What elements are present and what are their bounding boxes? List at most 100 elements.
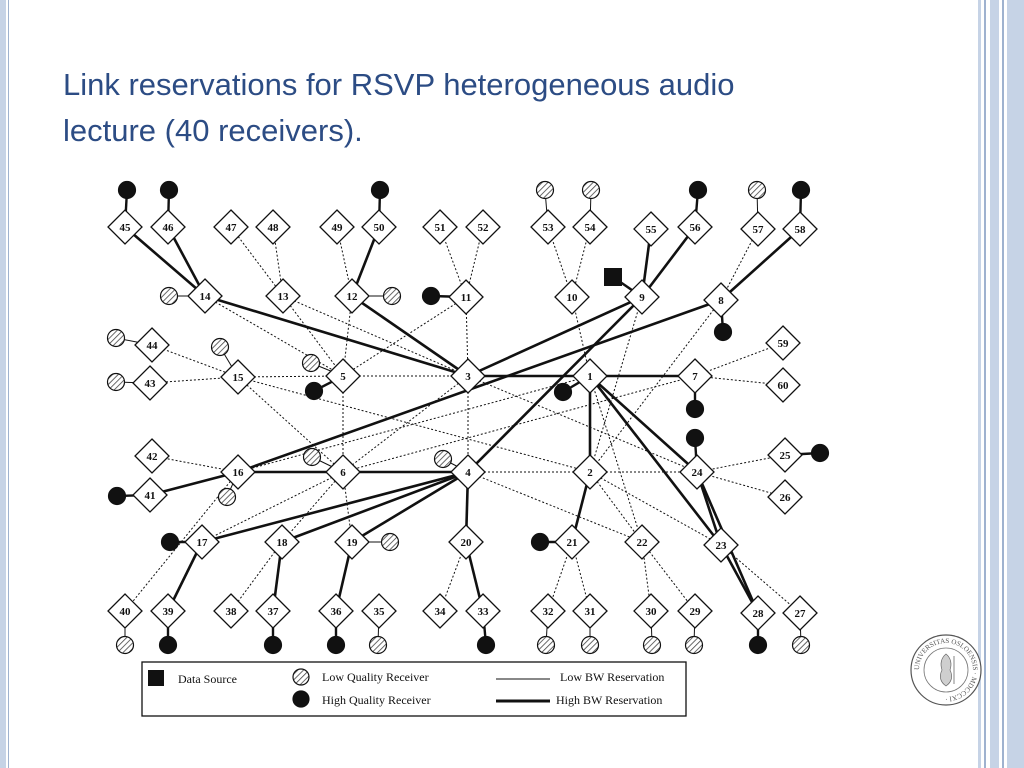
low-bw-link	[201, 471, 344, 543]
router-node-label: 9	[639, 292, 645, 304]
router-node-3: 3	[450, 358, 486, 394]
low-bw-link	[281, 471, 344, 543]
router-node-53: 53	[530, 209, 566, 245]
low-quality-receiver	[106, 328, 126, 348]
high-quality-receiver	[791, 180, 811, 200]
high-bw-link	[467, 296, 643, 473]
router-node-label: 30	[646, 606, 658, 618]
legend-data-source: Data Source	[178, 672, 237, 686]
high-quality-receiver	[421, 286, 441, 306]
low-bw-link	[589, 299, 722, 473]
router-node-35: 35	[361, 593, 397, 629]
router-node-label: 34	[435, 606, 447, 618]
low-bw-link	[237, 376, 344, 473]
router-node-label: 19	[347, 537, 359, 549]
low-quality-receiver	[684, 635, 704, 655]
router-node-12: 12	[334, 278, 370, 314]
router-node-50: 50	[361, 209, 397, 245]
router-node-37: 37	[255, 593, 291, 629]
router-node-label: 11	[461, 292, 471, 304]
router-node-label: 7	[692, 371, 698, 383]
low-quality-receiver	[535, 180, 555, 200]
router-node-label: 8	[718, 295, 724, 307]
high-quality-receiver	[476, 635, 496, 655]
router-node-41: 41	[132, 477, 168, 513]
low-quality-receiver	[159, 286, 179, 306]
router-node-44: 44	[134, 327, 170, 363]
high-quality-receiver	[107, 486, 127, 506]
router-node-label: 1	[587, 371, 593, 383]
low-quality-receiver	[536, 635, 556, 655]
low-quality-receiver	[210, 337, 230, 357]
router-node-label: 46	[163, 222, 175, 234]
router-node-8: 8	[703, 282, 739, 318]
high-bw-link	[720, 228, 801, 301]
high-bw-link	[201, 470, 469, 544]
high-quality-receiver	[117, 180, 137, 200]
legend-high-quality: High Quality Receiver	[322, 693, 431, 707]
router-node-label: 51	[435, 222, 446, 234]
high-quality-receiver	[810, 443, 830, 463]
low-bw-link	[237, 376, 591, 473]
high-bw-link	[281, 470, 469, 544]
low-quality-receiver	[368, 635, 388, 655]
router-node-label: 53	[543, 222, 555, 234]
data-source-icon	[148, 670, 164, 686]
router-node-label: 41	[145, 490, 156, 502]
router-node-label: 45	[120, 222, 132, 234]
router-node-label: 16	[233, 467, 245, 479]
router-node-label: 48	[268, 222, 280, 234]
low-quality-receiver	[747, 180, 767, 200]
router-node-59: 59	[765, 325, 801, 361]
low-bw-link	[467, 471, 643, 543]
router-node-2: 2	[572, 454, 608, 490]
high-quality-receiver	[160, 532, 180, 552]
router-node-label: 52	[478, 222, 490, 234]
slide-title: Link reservations for RSVP heterogeneous…	[63, 62, 863, 154]
high-bw-link	[640, 226, 697, 298]
router-node-51: 51	[422, 209, 458, 245]
university-seal-logo: UNIVERSITAS OSLOENSIS · MDCCCXI ·	[910, 634, 982, 706]
router-node-label: 60	[778, 380, 790, 392]
router-node-14: 14	[187, 278, 223, 314]
low-bw-link	[342, 296, 467, 377]
router-node-7: 7	[677, 358, 713, 394]
low-bw-link	[696, 471, 786, 498]
router-node-21: 21	[554, 524, 590, 560]
slide-title-line-2: lecture (40 receivers).	[63, 113, 363, 148]
high-quality-receiver	[688, 180, 708, 200]
router-node-label: 23	[716, 540, 728, 552]
low-quality-receiver	[302, 447, 322, 467]
high-bw-link	[149, 470, 239, 497]
router-node-16: 16	[220, 454, 256, 490]
high-quality-receiver	[530, 532, 550, 552]
low-bw-link	[230, 226, 284, 297]
router-node-13: 13	[265, 278, 301, 314]
router-node-label: 2	[587, 467, 593, 479]
router-node-33: 33	[465, 593, 501, 629]
router-node-23: 23	[703, 527, 739, 563]
high-quality-receiver	[748, 635, 768, 655]
router-node-label: 33	[478, 606, 490, 618]
right-frame-border	[978, 0, 1024, 768]
high-quality-receiver	[159, 180, 179, 200]
router-node-label: 13	[278, 291, 290, 303]
router-node-56: 56	[677, 209, 713, 245]
low-bw-link	[720, 228, 759, 301]
high-quality-receiver	[370, 180, 390, 200]
router-node-6: 6	[325, 454, 361, 490]
low-quality-receiver	[433, 449, 453, 469]
low-bw-link	[641, 541, 696, 612]
router-node-label: 56	[690, 222, 702, 234]
slide-title-line-1: Link reservations for RSVP heterogeneous…	[63, 67, 735, 102]
low-quality-receiver	[217, 487, 237, 507]
router-node-24: 24	[679, 454, 715, 490]
high-quality-receiver	[326, 635, 346, 655]
router-node-label: 32	[543, 606, 555, 618]
router-node-52: 52	[465, 209, 501, 245]
low-quality-receiver	[301, 353, 321, 373]
router-node-label: 6	[340, 467, 346, 479]
router-node-label: 28	[753, 608, 765, 620]
router-node-17: 17	[184, 524, 220, 560]
